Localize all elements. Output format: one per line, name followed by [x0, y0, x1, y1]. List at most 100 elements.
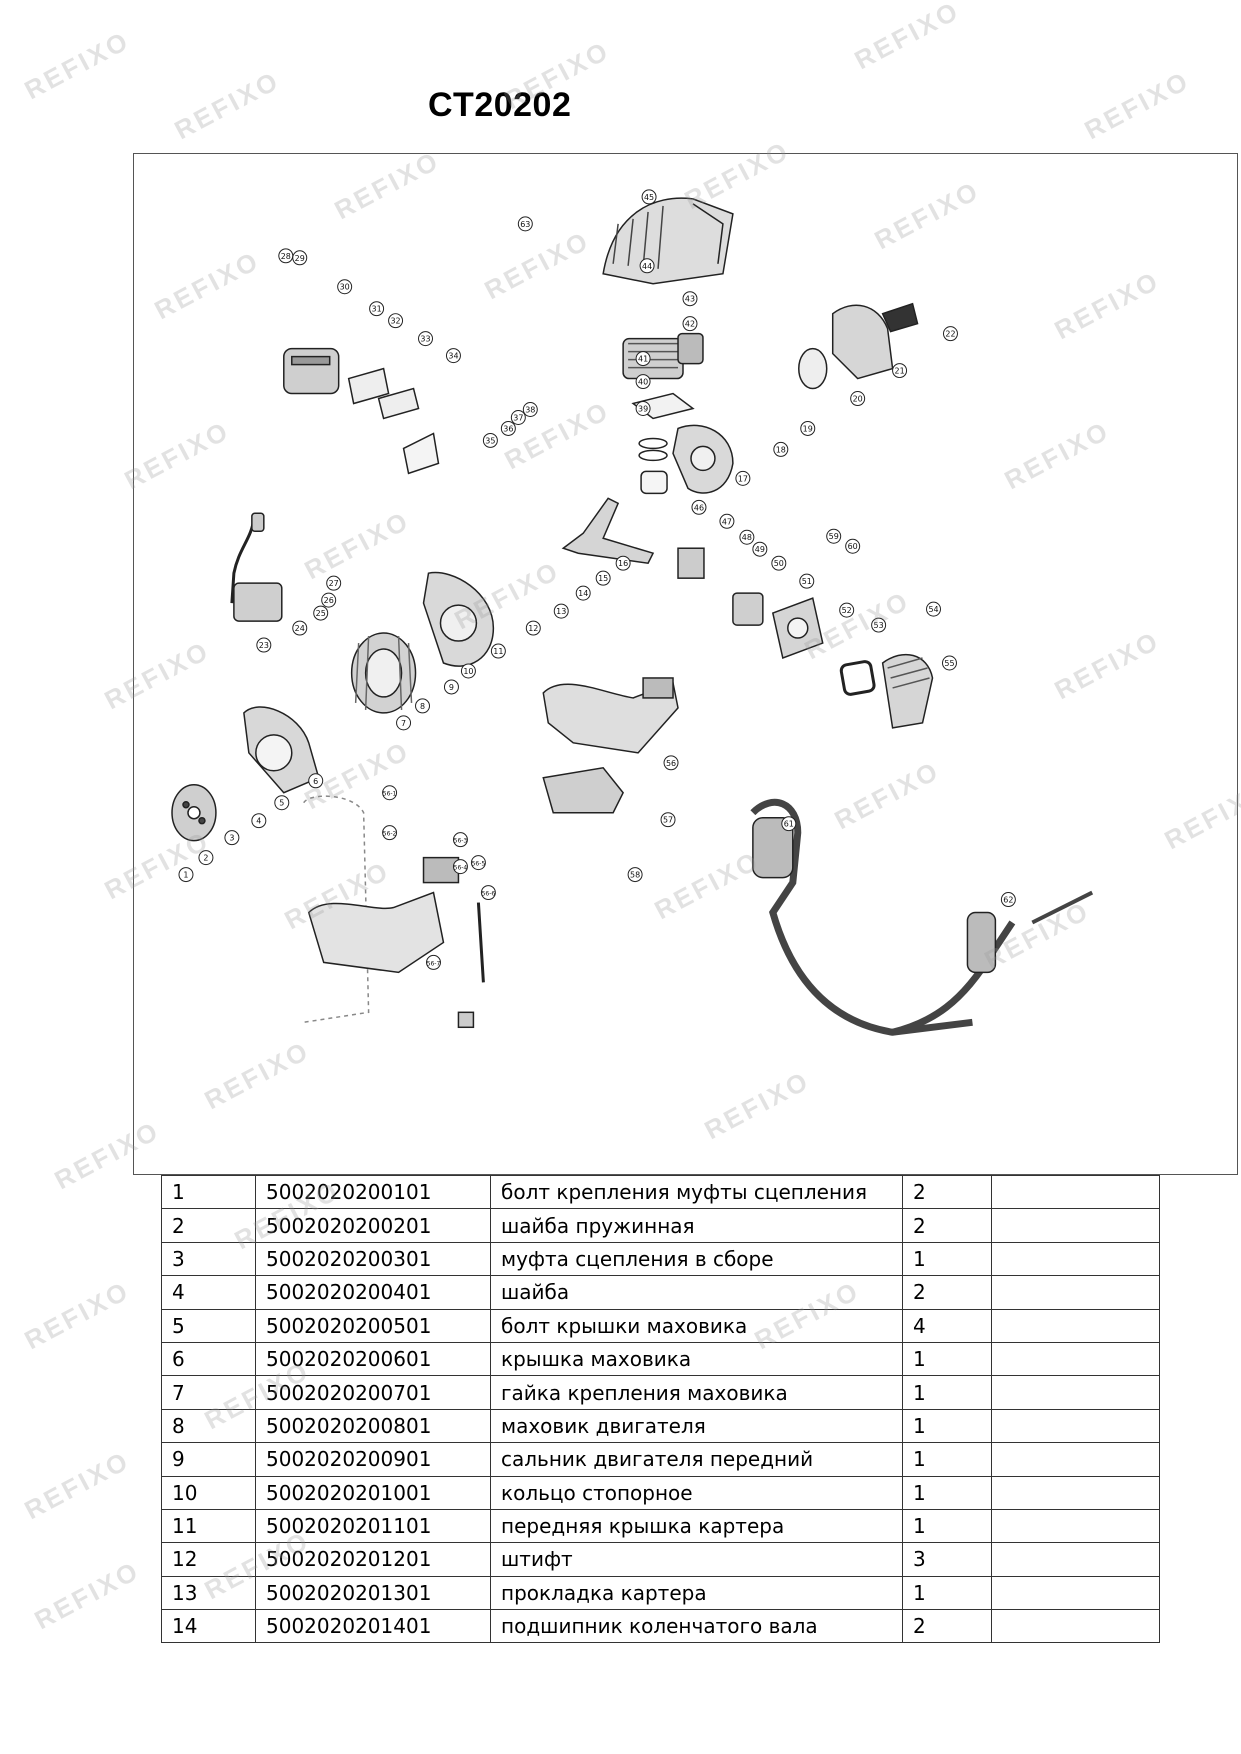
callout-number: 45 [644, 193, 654, 202]
part-note-cell [991, 1442, 1160, 1477]
callout-number: 12 [528, 624, 538, 633]
cylinder-drawing [622, 332, 704, 380]
callout-marker: 20 [850, 391, 866, 407]
part-note-cell [991, 1542, 1160, 1577]
callout-marker: 51 [799, 573, 815, 589]
watermark-text: REFIXO [169, 64, 285, 146]
callout-number: 34 [448, 352, 458, 361]
callout-number: 53 [874, 621, 884, 630]
callout-marker: 63 [517, 216, 533, 232]
callout-marker: 10 [460, 663, 476, 679]
callout-marker: 59 [826, 528, 842, 544]
callout-number: 48 [742, 533, 752, 542]
ignition-coil-drawing [230, 512, 283, 622]
callout-number: 32 [390, 317, 400, 326]
callout-number: 6 [313, 777, 318, 786]
part-number-cell: 3 [161, 1241, 256, 1277]
callout-number: 4 [256, 817, 261, 826]
callout-number: 5 [279, 799, 284, 808]
callout-number: 35 [485, 436, 495, 445]
callout-marker: 23 [256, 637, 272, 653]
part-code-cell: 5002020200801 [255, 1408, 491, 1444]
callout-marker: 61 [781, 816, 797, 832]
callout-marker: 48 [739, 529, 755, 545]
part-code-cell: 5002020200201 [255, 1208, 491, 1243]
cylinder-shroud-drawing [602, 197, 734, 285]
callout-marker: 56-5 [470, 855, 486, 871]
callout-marker: 45 [641, 189, 657, 205]
part-quantity-cell: 1 [902, 1508, 992, 1544]
callout-number: 55 [944, 659, 954, 668]
callout-marker: 21 [892, 363, 908, 379]
callout-marker: 7 [396, 715, 412, 731]
callout-marker: 56-4 [452, 859, 468, 875]
callout-marker: 16 [615, 555, 631, 571]
part-quantity-cell: 1 [902, 1408, 992, 1444]
callout-number: 28 [281, 252, 291, 261]
callout-marker: 49 [752, 541, 768, 557]
part-quantity-cell: 1 [902, 1442, 992, 1477]
callout-marker: 25 [313, 605, 329, 621]
part-number-cell: 9 [161, 1442, 256, 1477]
flywheel-cover-drawing [243, 706, 320, 794]
part-name-cell: гайка крепления маховика [490, 1375, 903, 1410]
callout-number: 56-6 [482, 891, 496, 898]
callout-marker: 56-7 [426, 954, 441, 970]
callout-marker: 62 [1000, 892, 1016, 908]
callout-number: 22 [945, 330, 955, 339]
clutch-drawing [171, 784, 217, 842]
callout-marker: 31 [369, 301, 385, 317]
callout-number: 47 [722, 517, 732, 526]
callout-marker: 55 [941, 655, 957, 671]
part-number-cell: 7 [161, 1375, 256, 1410]
callout-number: 63 [520, 220, 530, 229]
callout-marker: 1 [178, 867, 194, 883]
crankcase-drawing [422, 571, 495, 667]
callout-number: 15 [598, 574, 608, 583]
part-name-cell: сальник двигателя передний [490, 1442, 903, 1477]
part-code-cell: 5002020201201 [255, 1542, 491, 1577]
callout-marker: 19 [800, 420, 816, 436]
part-code-cell: 5002020201001 [255, 1475, 491, 1510]
part-note-cell [991, 1575, 1160, 1611]
part-code-cell: 5002020201301 [255, 1575, 491, 1611]
callout-marker: 15 [595, 570, 611, 586]
part-name-cell: прокладка картера [490, 1575, 903, 1611]
part-note-cell [991, 1241, 1160, 1277]
part-number-cell: 6 [161, 1341, 256, 1377]
callout-marker: 37 [510, 409, 526, 425]
callout-marker: 41 [635, 351, 651, 367]
part-number-cell: 5 [161, 1308, 256, 1343]
callout-number: 11 [493, 647, 503, 656]
callout-number: 58 [630, 871, 640, 880]
part-code-cell: 5002020200901 [255, 1442, 491, 1477]
callout-number: 30 [340, 283, 350, 292]
callout-marker: 56-6 [480, 885, 496, 901]
callout-number: 50 [774, 559, 784, 568]
callout-number: 38 [525, 405, 535, 414]
part-quantity-cell: 1 [902, 1341, 992, 1377]
air-filter-drawing [839, 653, 934, 729]
part-quantity-cell: 1 [902, 1375, 992, 1410]
part-number-cell: 11 [161, 1508, 256, 1544]
carburetor-drawing [677, 547, 824, 660]
part-number-cell: 10 [161, 1475, 256, 1510]
part-name-cell: передняя крышка картера [490, 1508, 903, 1544]
part-quantity-cell: 3 [902, 1542, 992, 1577]
part-note-cell [991, 1609, 1160, 1644]
part-name-cell: кольцо стопорное [490, 1475, 903, 1510]
callout-marker: 32 [388, 313, 404, 329]
callout-marker: 22 [942, 326, 958, 342]
callout-marker: 12 [525, 620, 541, 636]
fuel-tank-drawing [542, 677, 679, 754]
callout-number: 23 [259, 641, 269, 650]
callout-marker: 56-1 [382, 785, 398, 801]
callout-marker: 56 [663, 755, 679, 771]
